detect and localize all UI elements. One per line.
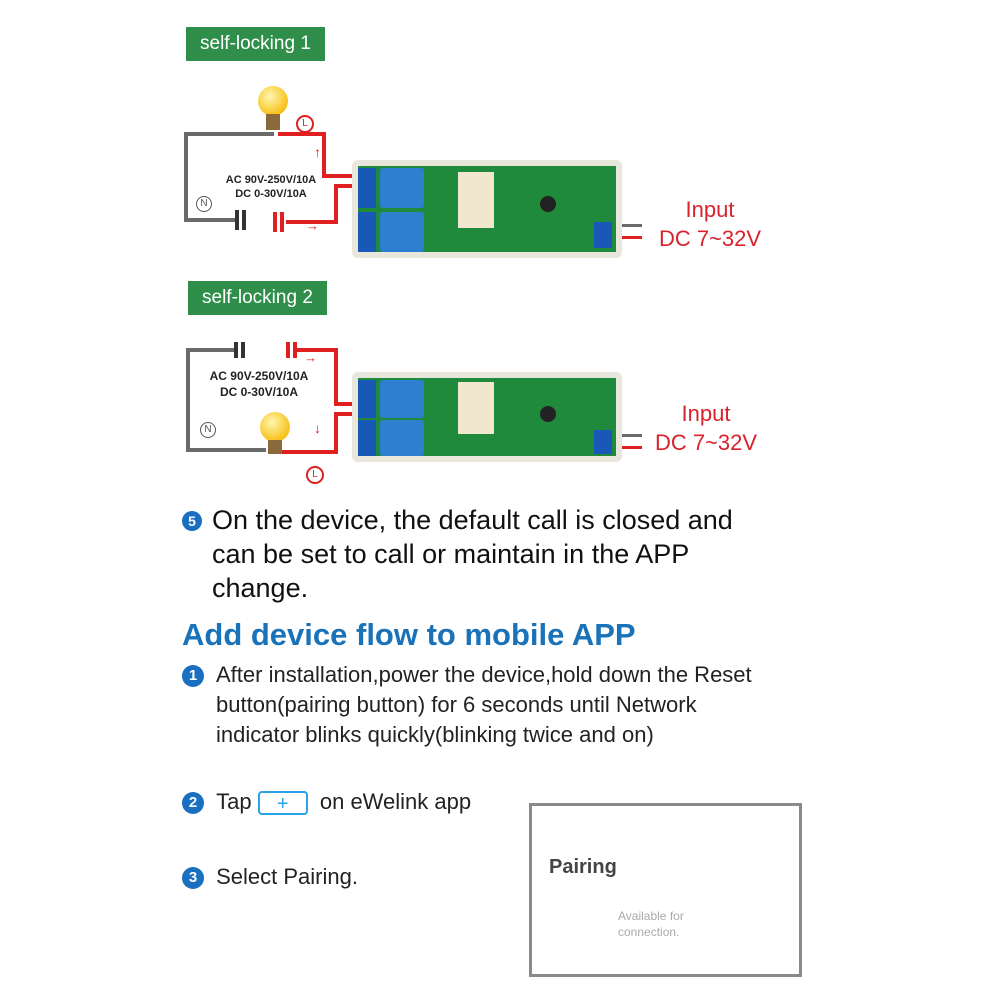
step-number-3-icon: 3 bbox=[182, 867, 204, 890]
wifi-module bbox=[458, 382, 494, 434]
step-1: 1 After installation,power the device,ho… bbox=[182, 660, 772, 750]
live-plug-icon bbox=[273, 212, 277, 232]
arrow-right-icon: → bbox=[304, 350, 317, 365]
step-2-prefix: Tap bbox=[216, 789, 252, 814]
relay-board-image bbox=[352, 372, 622, 462]
terminal-block bbox=[358, 168, 376, 208]
pairing-subtitle: Available for connection. bbox=[618, 908, 684, 940]
neutral-wire bbox=[186, 348, 190, 452]
live-wire bbox=[286, 220, 336, 224]
spec-ac: AC 90V-250V/10A bbox=[209, 369, 309, 383]
live-wire bbox=[334, 348, 338, 404]
section-heading: Add device flow to mobile APP bbox=[182, 617, 636, 652]
input-label-1: Input DC 7~32V bbox=[650, 195, 770, 253]
relay-1 bbox=[380, 380, 424, 418]
neutral-wire bbox=[184, 132, 274, 136]
spec-dc: DC 0-30V/10A bbox=[219, 385, 299, 399]
self-locking-1-tag: self-locking 1 bbox=[186, 27, 325, 61]
input-label-line1: Input bbox=[681, 401, 731, 426]
neutral-plug-icon bbox=[241, 342, 245, 358]
lamp-icon bbox=[260, 412, 290, 442]
live-wire bbox=[334, 412, 352, 416]
capacitor bbox=[540, 196, 556, 212]
wiring-diagram-2: → ↓ L N AC 90V-250V/10A DC 0-30V/10A bbox=[180, 340, 650, 490]
live-label: L bbox=[296, 115, 314, 133]
relay-board-image bbox=[352, 160, 622, 258]
live-wire bbox=[322, 174, 352, 178]
step-number-1-icon: 1 bbox=[182, 665, 204, 687]
step-2-suffix: on eWelink app bbox=[319, 789, 472, 814]
pairing-card[interactable]: Pairing Available for connection. bbox=[529, 803, 802, 977]
input-label-2: Input DC 7~32V bbox=[646, 399, 766, 457]
neutral-plug-icon bbox=[235, 210, 239, 230]
input-label-line2: DC 7~32V bbox=[654, 430, 758, 455]
terminal-block bbox=[358, 212, 376, 252]
input-wire-positive bbox=[622, 446, 642, 449]
step-3-text: Select Pairing. bbox=[216, 864, 358, 889]
wifi-module bbox=[458, 172, 494, 228]
neutral-label: N bbox=[196, 196, 212, 212]
live-wire bbox=[322, 132, 326, 176]
self-locking-2-tag: self-locking 2 bbox=[188, 281, 327, 315]
neutral-plug-icon bbox=[242, 210, 246, 230]
lamp-base-icon bbox=[266, 114, 280, 130]
relay-1 bbox=[380, 168, 424, 208]
spec-ac: AC 90V-250V/10A bbox=[225, 174, 317, 186]
live-wire bbox=[334, 184, 338, 224]
arrow-down-icon: ↓ bbox=[314, 420, 321, 436]
live-plug-icon bbox=[286, 342, 290, 358]
step-3: 3 Select Pairing. bbox=[182, 862, 358, 892]
wiring-diagram-1: ↑ → L N AC 90V-250V/10A DC 0-30V/10A bbox=[180, 80, 650, 270]
add-device-plus-button[interactable]: + bbox=[257, 791, 308, 816]
power-terminal bbox=[594, 430, 612, 454]
live-wire bbox=[280, 450, 336, 454]
relay-2 bbox=[380, 420, 424, 456]
step-2: 2 Tap + on eWelink app bbox=[182, 787, 471, 817]
neutral-wire bbox=[184, 218, 236, 222]
neutral-label: N bbox=[200, 422, 216, 438]
note-5: 5 On the device, the default call is clo… bbox=[182, 503, 782, 605]
neutral-plug-icon bbox=[234, 342, 238, 358]
pairing-subtitle-line2: connection. bbox=[618, 925, 680, 939]
input-wire-negative bbox=[622, 224, 642, 227]
arrow-right-icon: → bbox=[306, 218, 319, 233]
terminal-block bbox=[358, 420, 376, 456]
live-wire bbox=[296, 348, 336, 352]
input-wire-negative bbox=[622, 434, 642, 437]
step-number-5-icon: 5 bbox=[182, 511, 202, 531]
spec-dc: DC 0-30V/10A bbox=[235, 188, 307, 200]
live-plug-icon bbox=[280, 212, 284, 232]
input-label-line1: Input bbox=[685, 197, 735, 222]
power-terminal bbox=[594, 222, 612, 248]
relay-2 bbox=[380, 212, 424, 252]
live-label: L bbox=[306, 466, 324, 484]
capacitor bbox=[540, 406, 556, 422]
step-1-text: After installation,power the device,hold… bbox=[216, 662, 752, 747]
input-wire-positive bbox=[622, 236, 642, 239]
lamp-base-icon bbox=[268, 440, 282, 454]
terminal-block bbox=[358, 380, 376, 418]
live-plug-icon bbox=[293, 342, 297, 358]
note-5-text: On the device, the default call is close… bbox=[212, 505, 733, 603]
live-wire bbox=[334, 184, 352, 188]
lamp-icon bbox=[258, 86, 288, 116]
live-wire bbox=[278, 132, 324, 136]
live-wire bbox=[334, 412, 338, 454]
input-label-line2: DC 7~32V bbox=[658, 226, 762, 251]
pairing-title: Pairing bbox=[549, 856, 617, 878]
pairing-subtitle-line1: Available for bbox=[618, 909, 684, 923]
neutral-wire bbox=[186, 448, 266, 452]
arrow-up-icon: ↑ bbox=[314, 144, 321, 160]
neutral-wire bbox=[186, 348, 236, 352]
step-number-2-icon: 2 bbox=[182, 792, 204, 815]
neutral-wire bbox=[184, 132, 188, 222]
live-wire bbox=[334, 402, 352, 406]
